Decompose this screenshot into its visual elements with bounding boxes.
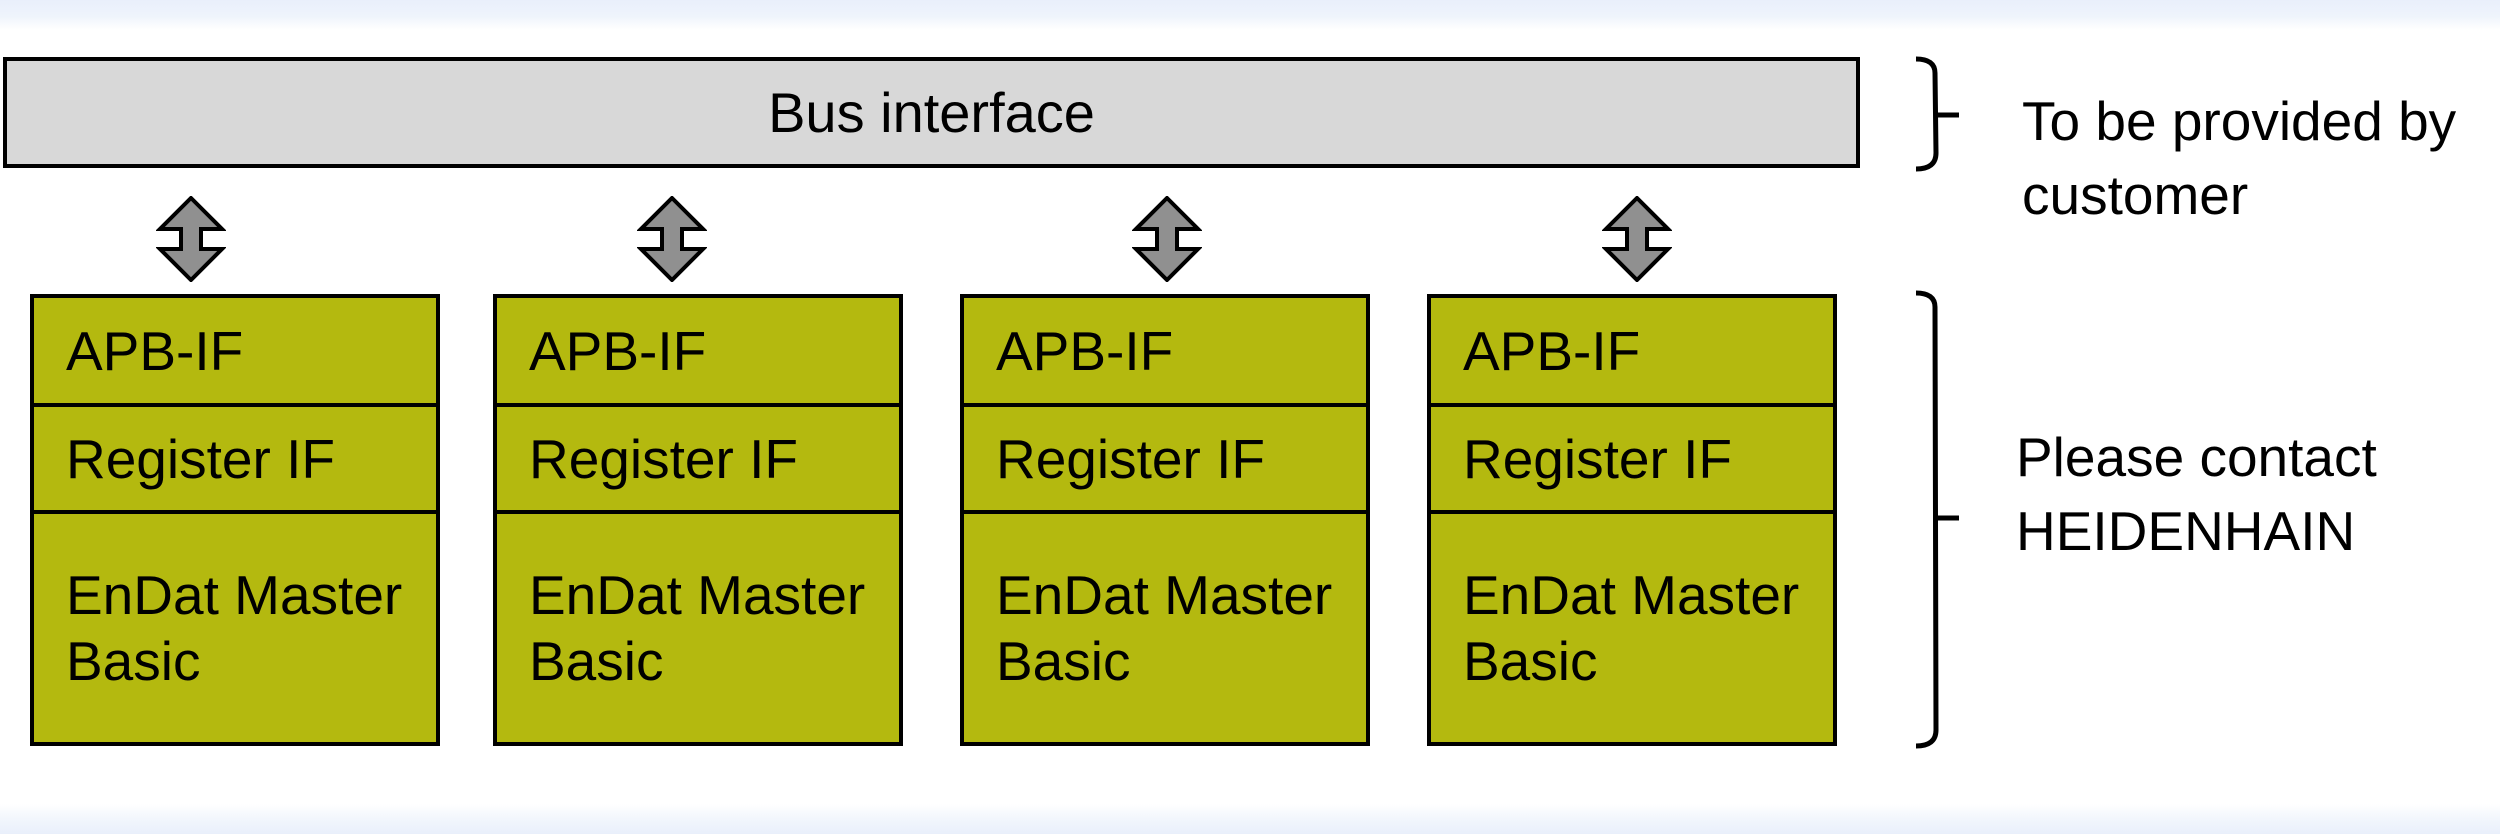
caption-line: HEIDENHAIN [2016, 500, 2356, 562]
bus-interface-bar: Bus interface [3, 57, 1860, 168]
updown-arrow-icon [1602, 196, 1672, 282]
updown-arrow-icon [637, 196, 707, 282]
module-section-apb-if: APB-IF [497, 298, 899, 403]
module-section-endat-master-basic: EnDat Master Basic [34, 510, 436, 742]
module-section-register-if: Register IF [497, 403, 899, 510]
brace-modules-icon [1915, 290, 1959, 749]
module-block: APB-IF Register IF EnDat Master Basic [960, 294, 1370, 746]
module-block: APB-IF Register IF EnDat Master Basic [30, 294, 440, 746]
module-section-endat-master-basic: EnDat Master Basic [497, 510, 899, 742]
section-label: Register IF [66, 427, 335, 490]
caption-provided-by-customer: To be provided by customer [2022, 84, 2456, 232]
module-section-apb-if: APB-IF [34, 298, 436, 403]
module-block: APB-IF Register IF EnDat Master Basic [1427, 294, 1837, 746]
section-label: APB-IF [66, 319, 244, 382]
module-section-register-if: Register IF [34, 403, 436, 510]
bottom-edge-band [0, 804, 2500, 834]
module-section-apb-if: APB-IF [964, 298, 1366, 403]
bus-interface-label: Bus interface [768, 80, 1095, 144]
section-label: EnDat Master Basic [1463, 564, 1800, 692]
section-label: Register IF [529, 427, 798, 490]
section-label: EnDat Master Basic [66, 564, 403, 692]
updown-arrow-icon [156, 196, 226, 282]
module-section-endat-master-basic: EnDat Master Basic [964, 510, 1366, 742]
module-section-register-if: Register IF [964, 403, 1366, 510]
section-label: Register IF [1463, 427, 1732, 490]
caption-line: customer [2022, 164, 2249, 226]
module-block: APB-IF Register IF EnDat Master Basic [493, 294, 903, 746]
section-label: EnDat Master Basic [996, 564, 1333, 692]
section-label: APB-IF [1463, 319, 1641, 382]
section-label: APB-IF [996, 319, 1174, 382]
brace-bus-interface-icon [1915, 56, 1959, 172]
section-label: APB-IF [529, 319, 707, 382]
section-label: Register IF [996, 427, 1265, 490]
caption-contact-heidenhain: Please contact HEIDENHAIN [2016, 420, 2377, 568]
section-label: EnDat Master Basic [529, 564, 866, 692]
module-section-register-if: Register IF [1431, 403, 1833, 510]
top-edge-band [0, 0, 2500, 30]
caption-line: Please contact [2016, 426, 2377, 488]
updown-arrow-icon [1132, 196, 1202, 282]
caption-line: To be provided by [2022, 90, 2457, 152]
module-section-endat-master-basic: EnDat Master Basic [1431, 510, 1833, 742]
module-section-apb-if: APB-IF [1431, 298, 1833, 403]
